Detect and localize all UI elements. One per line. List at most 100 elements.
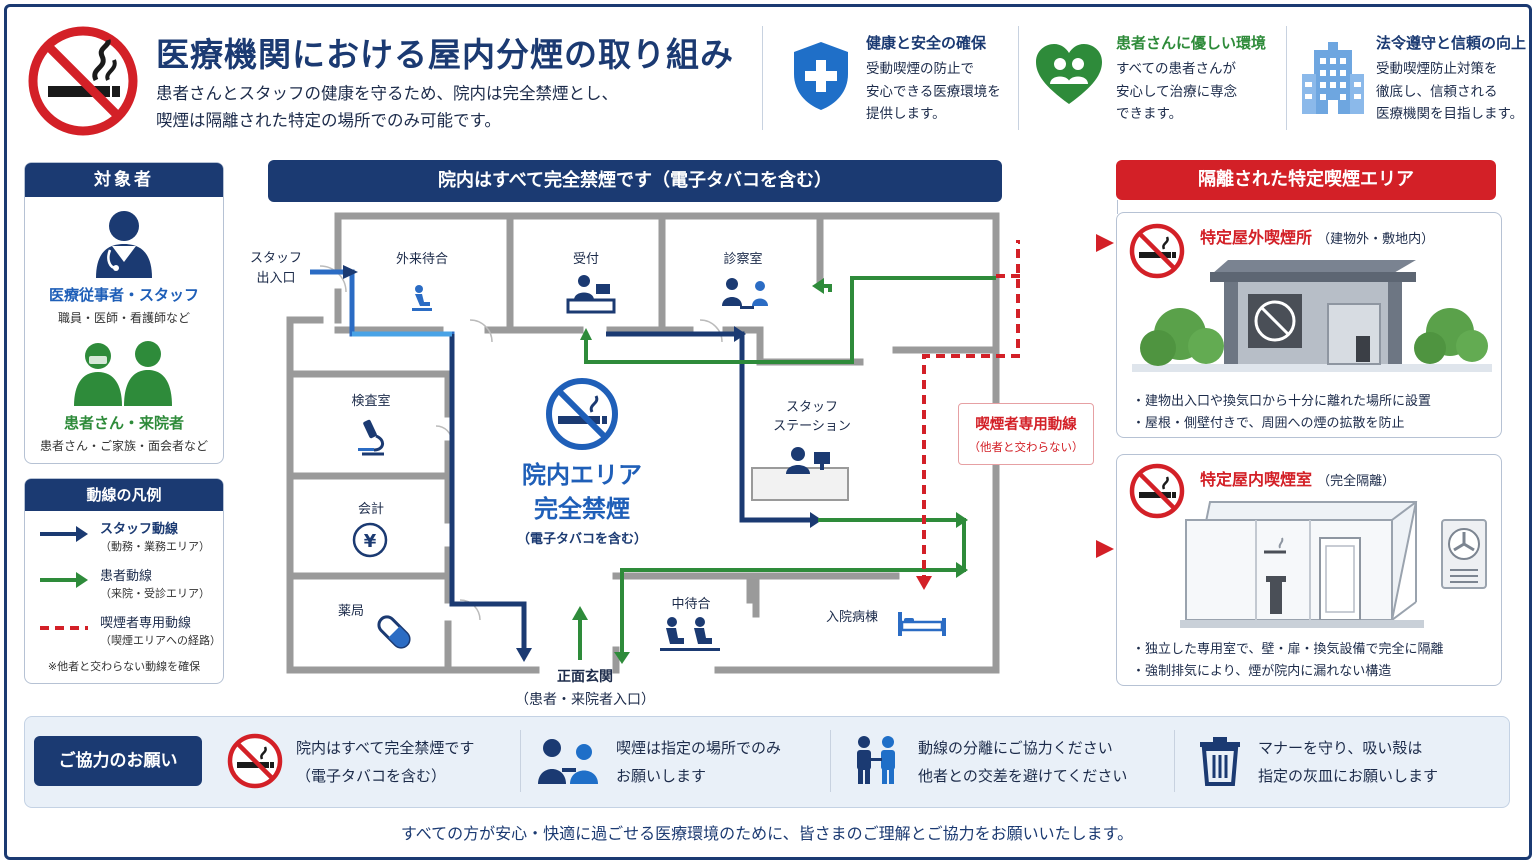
center-sub: （電子タバコを含む）: [516, 532, 647, 547]
footer-message: すべての方が安心・快適に過ごせる医療環境のために、皆さまのご理解とご協力をお願い…: [400, 824, 1134, 843]
patient-label: 患者さん・来院者: [63, 414, 184, 432]
indoor-title: 特定屋内喫煙室: [1200, 470, 1313, 489]
indoor-room-illustration: [1180, 501, 1487, 628]
feature-1-title: 健康と安全の確保: [866, 34, 987, 52]
waiting-seat-icon: [412, 285, 432, 311]
feature-3-text: 受動喫煙防止対策を 徹底し、信頼される 医療機関を目指します。: [1376, 58, 1523, 126]
outdoor-bullet-2: ・屋根・側壁付きで、周囲への煙の拡散を防止: [1132, 416, 1405, 431]
legend-smoker-sub: （喫煙エリアへの経路）: [100, 634, 221, 647]
room-reception: 受付: [572, 252, 599, 267]
floor-banner: 院内はすべて完全禁煙です（電子タバコを含む）: [268, 160, 1002, 202]
feature-3-line: 医療機関を目指します。: [1376, 106, 1524, 122]
feature-2-title: 患者さんに優しい環境: [1116, 34, 1267, 52]
cooperation-line: 他者との交差を避けてください: [918, 767, 1128, 785]
feature-1-text: 受動喫煙の防止で 安心できる医療環境を 提供します。: [866, 58, 1001, 126]
no-smoking-icon: [1129, 463, 1185, 519]
yen-icon: ¥: [352, 522, 388, 558]
staff-station-icon: [786, 447, 830, 474]
legend-note: ※他者と交わらない動線を確保: [47, 660, 201, 673]
smoker-route-label: 喫煙者専用動線: [975, 417, 1077, 433]
center-line-2: 完全禁煙: [534, 495, 630, 523]
center-line-1: 院内エリア: [522, 461, 642, 489]
feature-1-line: 提供します。: [866, 106, 946, 122]
targets-title: 対象者: [25, 163, 223, 197]
smoker-route-sub: （他者と交わらない）: [968, 440, 1084, 454]
smoker-arrow-indoor: [1096, 540, 1114, 558]
feature-3-title: 法令遵守と信頼の向上: [1376, 34, 1527, 52]
reception-desk-icon: [566, 275, 616, 314]
feature-1-line: 安心できる医療環境を: [866, 83, 1001, 100]
cooperation-item-4: マナーを守り、吸い殻は 指定の灰皿にお願いします: [1258, 734, 1438, 790]
outdoor-bullet-1: ・建物出入口や換気口から十分に離れた場所に設置: [1132, 394, 1432, 409]
cooperation-line: 喫煙は指定の場所でのみ: [616, 739, 782, 757]
no-smoking-icon: [28, 26, 138, 136]
cooperation-line: 院内はすべて完全禁煙です: [296, 739, 475, 757]
subtitle-line-1: 患者さんとスタッフの健康を守るため、院内は完全禁煙とし、: [156, 84, 618, 103]
indoor-bullet-2: ・強制排気により、煙が院内に漏れない構造: [1132, 664, 1392, 679]
feature-2-line: すべての患者さんが: [1116, 61, 1237, 77]
staff-entrance-line: スタッフ: [249, 251, 302, 266]
divider: [520, 730, 521, 792]
staff-station-line: ステーション: [773, 419, 851, 434]
no-smoking-icon: [1129, 223, 1185, 279]
legend-staff-sub: （動務・業務エリア）: [100, 540, 210, 553]
subtitle-line-2: 喫煙は隔離された特定の場所でのみ可能です。: [156, 111, 501, 130]
feature-2-line: できます。: [1116, 106, 1183, 122]
cooperation-line: 動線の分離にご協力ください: [918, 739, 1113, 757]
people-talk-icon: [538, 739, 598, 784]
cooperation-line: お願いします: [616, 767, 707, 785]
room-mid-waiting: 中待合: [671, 597, 711, 612]
divider: [1117, 200, 1118, 214]
cooperation-item-3: 動線の分離にご協力ください 他者との交差を避けてください: [918, 734, 1127, 790]
legend-patient-sub: （来院・受診エリア）: [100, 587, 210, 600]
indoor-title-sub: （完全隔離）: [1317, 474, 1396, 489]
microscope-icon: [358, 419, 384, 456]
cooperation-line: マナーを守り、吸い殻は: [1258, 739, 1423, 757]
feature-2-line: 安心して治療に専念: [1116, 83, 1238, 100]
divider: [1286, 26, 1287, 130]
room-waiting: 外来待合: [395, 252, 448, 267]
feature-3-line: 徹底し、信頼される: [1376, 83, 1498, 100]
outdoor-title-sub: （建物外・敷地内）: [1317, 232, 1435, 247]
page-title: 医療機関における屋内分煙の取り組み: [156, 35, 734, 74]
patients-icon: [74, 341, 172, 406]
smoker-arrow-outdoor: [1096, 234, 1114, 252]
front-entrance-line: 正面玄関: [557, 669, 613, 685]
consultation-icon: [722, 278, 768, 309]
staff-entrance-line: 出入口: [256, 271, 296, 286]
feature-3-line: 受動喫煙防止対策を: [1376, 61, 1498, 77]
staff-station-line: スタッフ: [785, 400, 838, 415]
outdoor-shelter-illustration: [1132, 260, 1492, 372]
mid-waiting-icon: [660, 617, 720, 651]
floor-plan: [286, 212, 1020, 674]
room-lab: 検査室: [351, 394, 391, 409]
outdoor-title: 特定屋外喫煙所: [1200, 228, 1313, 247]
hospital-building-icon: [1302, 42, 1364, 114]
page-frame: [4, 4, 1532, 860]
staff-sub: 職員・医師・看護師など: [57, 311, 190, 325]
feature-2-text: すべての患者さんが 安心して治療に専念 できます。: [1116, 58, 1237, 126]
bed-icon: [898, 612, 946, 636]
legend-staff-label: スタッフ動線: [100, 522, 179, 537]
cooperation-title: ご協力のお願い: [34, 736, 202, 786]
two-people-icon: [857, 736, 895, 784]
cooperation-line: 指定の灰皿にお願いします: [1258, 767, 1439, 785]
smoking-area-banner: 隔離された特定喫煙エリア: [1116, 160, 1496, 200]
front-entrance-line: （患者・来院者入口）: [515, 692, 655, 708]
divider: [1174, 730, 1175, 792]
smoker-route-legend-line: [40, 626, 88, 630]
room-pharmacy: 薬局: [337, 604, 364, 619]
room-ward: 入院病棟: [825, 610, 878, 625]
indoor-bullet-1: ・独立した専用室で、壁・扉・換気設備で完全に隔離: [1132, 642, 1444, 657]
outdoor-title-row: 特定屋外喫煙所 （建物外・敷地内）: [1200, 224, 1434, 248]
legend-patient-label: 患者動線: [100, 569, 153, 584]
cooperation-line: （電子タバコを含む）: [296, 767, 447, 785]
center-message: 院内エリア 完全禁煙: [492, 458, 672, 526]
cooperation-item-2: 喫煙は指定の場所でのみ お願いします: [616, 734, 781, 790]
center-no-smoking-icon: [546, 378, 618, 450]
smoker-route-callout: [958, 403, 1094, 465]
patient-route-legend-arrow: [40, 572, 88, 588]
divider: [1018, 26, 1019, 130]
page-subtitle: 患者さんとスタッフの健康を守るため、院内は完全禁煙とし、 喫煙は隔離された特定の…: [156, 80, 618, 134]
feature-1-line: 受動喫煙の防止で: [866, 61, 974, 77]
